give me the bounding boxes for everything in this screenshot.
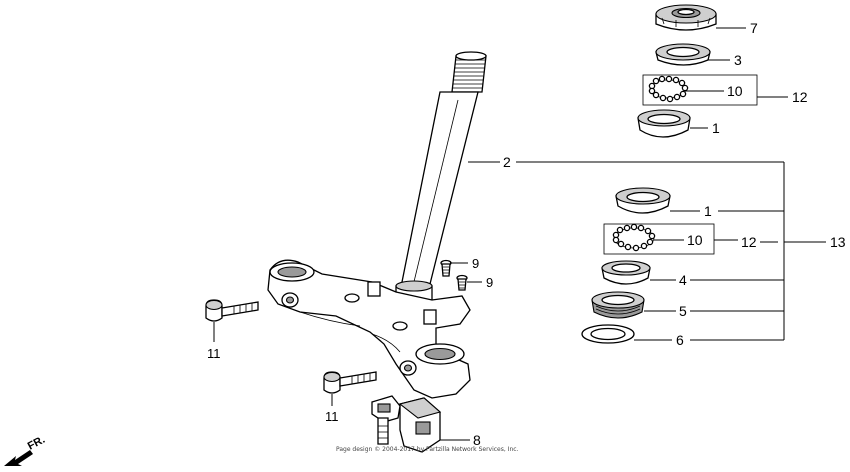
part-2-steering-stem[interactable] <box>395 51 487 304</box>
callout-11-upper: 11 <box>207 346 221 361</box>
callout-11-lower: 11 <box>325 409 339 424</box>
part-5-dust-seal[interactable] <box>591 291 645 319</box>
callout-2: 2 <box>503 154 511 170</box>
callout-8: 8 <box>473 432 481 448</box>
part-10-steel-balls-upper[interactable] <box>648 75 689 103</box>
callout-10-upper: 10 <box>727 83 743 99</box>
part-6-dust-seal-washer[interactable] <box>581 324 635 344</box>
callout-box-10-upper <box>642 74 758 106</box>
callout-5: 5 <box>679 303 687 319</box>
part-11-bolt-lower[interactable] <box>323 371 377 394</box>
callout-10-lower: 10 <box>687 232 703 248</box>
part-1-bottom-ball-race[interactable] <box>615 187 671 214</box>
callout-box-10-lower <box>603 223 715 255</box>
front-direction-label: FR. <box>26 434 47 453</box>
callout-6: 6 <box>676 332 684 348</box>
part-9-screw-a[interactable] <box>440 259 452 277</box>
part-11-bolt-upper[interactable] <box>205 299 259 322</box>
part-8-steering-lock[interactable] <box>371 395 442 453</box>
callout-12-lower: 12 <box>741 234 757 250</box>
callout-3: 3 <box>734 52 742 68</box>
copyright-notice: Page design © 2004-2017 by Partzilla Net… <box>336 446 519 453</box>
callout-1-lower: 1 <box>704 203 712 219</box>
callout-13: 13 <box>830 234 846 250</box>
part-4-bottom-cone-race[interactable] <box>601 260 651 285</box>
bottom-bridge[interactable] <box>267 259 471 399</box>
part-10-steel-balls-lower[interactable] <box>612 223 656 252</box>
callout-9-a: 9 <box>472 256 479 271</box>
callout-12-upper: 12 <box>792 89 808 105</box>
part-1-top-ball-race[interactable] <box>637 109 691 138</box>
callout-1-upper: 1 <box>712 120 720 136</box>
callout-7: 7 <box>750 20 758 36</box>
callout-9-b: 9 <box>486 275 493 290</box>
callout-4: 4 <box>679 272 687 288</box>
part-3-top-cone-race[interactable] <box>655 43 711 66</box>
part-7-steering-stem-nut[interactable] <box>655 4 717 31</box>
part-9-screw-b[interactable] <box>456 274 468 291</box>
front-direction-arrow-icon <box>4 450 33 466</box>
